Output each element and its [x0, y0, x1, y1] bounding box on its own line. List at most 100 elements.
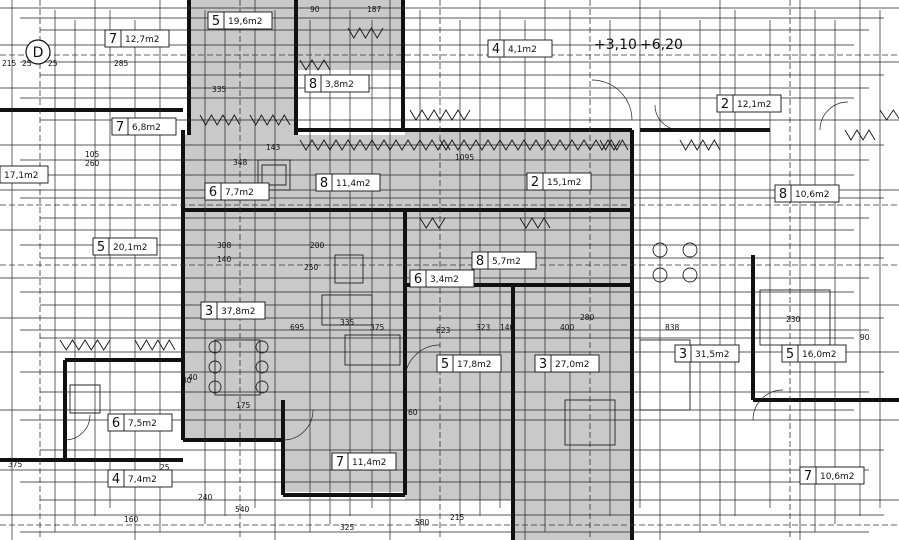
room-tag: 7 6,8m2: [111, 117, 177, 136]
unit-balcony-left: [283, 400, 405, 492]
room-tag: 4 7,4m2: [107, 469, 173, 488]
grid-marker: D: [25, 39, 51, 65]
dimension-label: 140: [500, 323, 515, 332]
chair: [208, 380, 222, 394]
dimension-label: 838: [665, 323, 680, 332]
dimension-label: 187: [367, 5, 382, 14]
wardrobe-symbols: [59, 27, 899, 351]
bed-right: [639, 339, 691, 411]
room-area: 12,1m2: [737, 100, 772, 110]
level-marks: +3,10 +6,20: [594, 37, 683, 53]
dimension-label: 215: [2, 59, 17, 68]
dimension-label: 1095: [455, 153, 474, 162]
room-number: 6: [112, 416, 120, 431]
room-number: 8: [779, 187, 787, 202]
unit-main-right: [405, 130, 632, 500]
room-area: 11,4m2: [336, 179, 371, 189]
room-area: 31,5m2: [695, 350, 730, 360]
room-area: 7,4m2: [128, 475, 157, 485]
room-tag: 2 12,1m2: [716, 94, 782, 113]
room-tag: 2 15,1m2: [526, 172, 592, 191]
dimension-label: 25: [160, 463, 170, 472]
room-number: 2: [721, 97, 729, 112]
chair: [682, 242, 698, 258]
dimension-label: 695: [290, 323, 305, 332]
dimension-label: 160: [124, 515, 139, 524]
room-number: 7: [116, 120, 124, 135]
chair: [652, 267, 668, 283]
dimension-label: 60: [408, 408, 418, 417]
coffee-table: [321, 294, 373, 326]
door-swings: [64, 79, 849, 441]
room-area: 15,1m2: [547, 178, 582, 188]
level-mark-2: +6,20: [640, 37, 683, 53]
dimension-label: 323: [476, 323, 491, 332]
room-number: 3: [539, 357, 547, 372]
chair: [255, 340, 269, 354]
room-area: 5,7m2: [492, 257, 521, 267]
dimension-label: 375: [370, 323, 385, 332]
room-tag: 17,1m2: [0, 165, 49, 184]
room-number: 6: [414, 272, 422, 287]
dimension-label: 400: [560, 323, 575, 332]
room-number: 6: [209, 185, 217, 200]
dimension-label: 335: [212, 85, 227, 94]
bed: [564, 399, 616, 446]
room-area: 17,1m2: [4, 171, 39, 181]
room-area: 17,8m2: [457, 360, 492, 370]
room-area: 19,6m2: [228, 17, 263, 27]
dimension-label: 40: [188, 373, 198, 382]
dimension-label: 90: [860, 333, 870, 342]
dimension-label: 25: [22, 59, 32, 68]
room-number: 4: [112, 472, 120, 487]
room-number: 7: [804, 469, 812, 484]
dimension-label: 348: [233, 158, 248, 167]
chair: [255, 360, 269, 374]
room-number: 8: [309, 77, 317, 92]
dimension-label: 325: [340, 523, 355, 532]
room-number: 2: [531, 175, 539, 190]
dimension-label: 250: [304, 263, 319, 272]
room-number: 5: [441, 357, 449, 372]
dimension-label: 90: [310, 5, 320, 14]
room-tag: 3 31,5m2: [674, 344, 740, 363]
dimension-label: 280: [580, 313, 595, 322]
dimension-label: 285: [114, 59, 129, 68]
dimension-label: 175: [236, 401, 251, 410]
room-number: 3: [205, 304, 213, 319]
room-area: 10,6m2: [820, 472, 855, 482]
room-area: 6,8m2: [132, 123, 161, 133]
dining-table: [214, 339, 261, 396]
chair: [652, 242, 668, 258]
room-area: 3,8m2: [325, 80, 354, 90]
room-area: 12,7m2: [125, 35, 160, 45]
dimension-label: 215: [450, 513, 465, 522]
room-number: 8: [320, 176, 328, 191]
dimension-label: 25: [48, 59, 58, 68]
dimension-label: 230: [786, 315, 801, 324]
dimension-label: 260: [85, 159, 100, 168]
dimension-label: 200: [310, 241, 325, 250]
chair: [682, 267, 698, 283]
room-number: 7: [336, 455, 344, 470]
level-mark-1: +3,10: [594, 37, 637, 53]
dimension-label: 375: [8, 460, 23, 469]
room-area: 11,4m2: [352, 458, 387, 468]
room-number: 3: [679, 347, 687, 362]
dimension-label: 580: [415, 518, 430, 527]
